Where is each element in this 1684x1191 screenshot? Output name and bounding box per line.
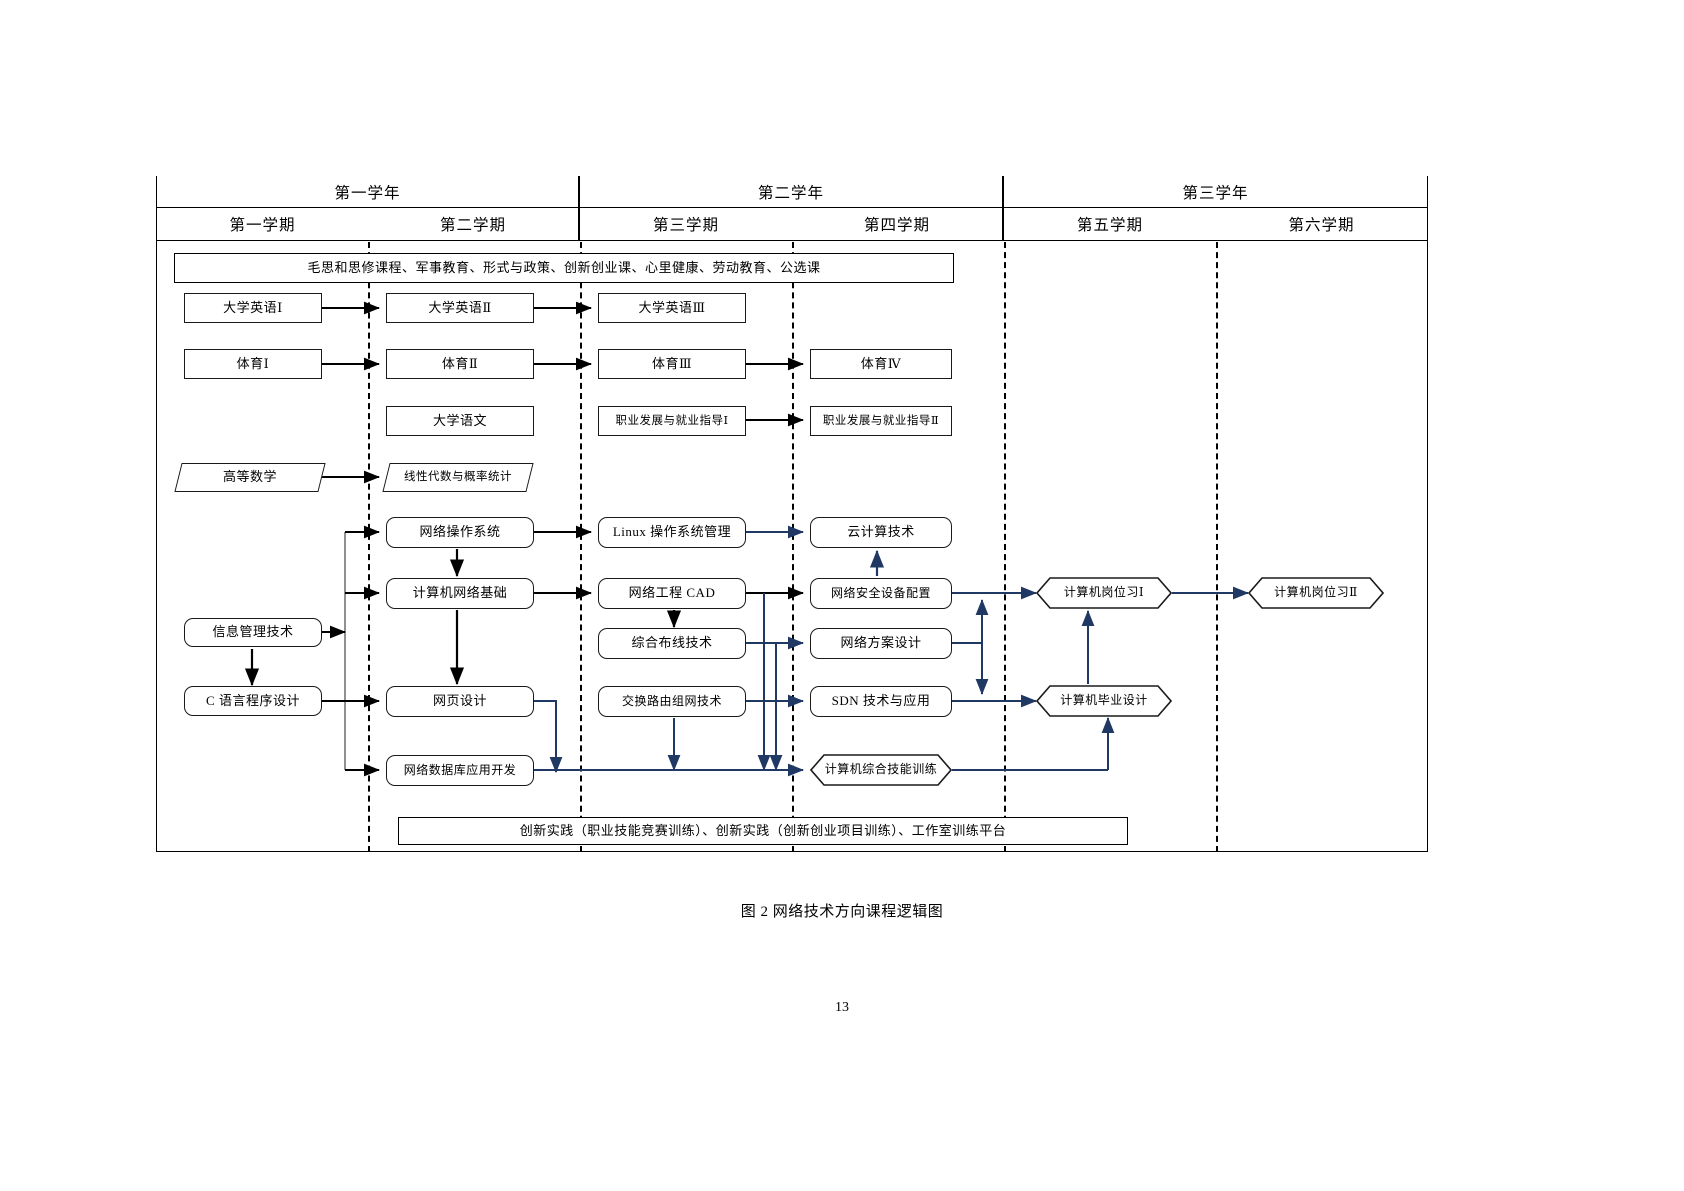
hexagon-shape — [1248, 577, 1384, 609]
semester-cell-1: 第一学期 — [156, 208, 368, 241]
node-web-design[interactable]: 网页设计 — [386, 686, 534, 717]
banner-innovation-practice: 创新实践（职业技能竞赛训练）、创新实践（创新创业项目训练）、工作室训练平台 — [398, 817, 1128, 845]
year-cell-2: 第二学年 — [580, 176, 1004, 208]
semester-cell-3: 第三学期 — [580, 208, 792, 241]
node-network-basics[interactable]: 计算机网络基础 — [386, 578, 534, 609]
node-cloud-computing[interactable]: 云计算技术 — [810, 517, 952, 548]
node-linear-algebra[interactable]: 线性代数与概率统计 — [382, 463, 534, 492]
divider-sem5-sem6 — [1216, 242, 1218, 852]
node-english3[interactable]: 大学英语Ⅲ — [598, 293, 746, 323]
node-pe1[interactable]: 体育Ⅰ — [184, 349, 322, 379]
divider-sem3-sem4 — [792, 242, 794, 852]
frame-left-border — [156, 176, 157, 852]
divider-sem2-sem3 — [580, 242, 582, 852]
hexagon-shape — [810, 754, 952, 786]
year-cell-1: 第一学年 — [156, 176, 580, 208]
semester-cell-6: 第六学期 — [1216, 208, 1428, 241]
semester-cell-4: 第四学期 — [792, 208, 1004, 241]
semester-row: 第一学期 第二学期 第三学期 第四学期 第五学期 第六学期 — [156, 208, 1428, 241]
semester-cell-2: 第二学期 — [368, 208, 580, 241]
node-network-cad[interactable]: 网络工程 CAD — [598, 578, 746, 609]
page-number: 13 — [835, 1000, 849, 1015]
semester-cell-5: 第五学期 — [1004, 208, 1216, 241]
node-advanced-math[interactable]: 高等数学 — [174, 463, 326, 492]
banner-general-courses: 毛思和思修课程、军事教育、形式与政策、创新创业课、心里健康、劳动教育、公选课 — [174, 253, 954, 283]
node-english2[interactable]: 大学英语Ⅱ — [386, 293, 534, 323]
node-network-os[interactable]: 网络操作系统 — [386, 517, 534, 548]
node-college-chinese[interactable]: 大学语文 — [386, 406, 534, 436]
node-internship-2[interactable]: 计算机岗位习Ⅱ — [1248, 577, 1384, 609]
node-linux-admin[interactable]: Linux 操作系统管理 — [598, 517, 746, 548]
hexagon-shape — [1036, 577, 1172, 609]
node-pe2[interactable]: 体育Ⅱ — [386, 349, 534, 379]
node-network-solution-design[interactable]: 网络方案设计 — [810, 628, 952, 659]
node-comprehensive-training[interactable]: 计算机综合技能训练 — [810, 754, 952, 786]
node-graduation-project[interactable]: 计算机毕业设计 — [1036, 685, 1172, 717]
divider-sem1-sem2 — [368, 242, 370, 852]
node-network-security-config[interactable]: 网络安全设备配置 — [810, 578, 952, 609]
node-career-guidance-1[interactable]: 职业发展与就业指导Ⅰ — [598, 406, 746, 436]
node-english1[interactable]: 大学英语Ⅰ — [184, 293, 322, 323]
node-pe4[interactable]: 体育Ⅳ — [810, 349, 952, 379]
divider-sem4-sem5 — [1004, 242, 1006, 852]
node-network-database-dev[interactable]: 网络数据库应用开发 — [386, 755, 534, 786]
hexagon-shape — [1036, 685, 1172, 717]
node-sdn[interactable]: SDN 技术与应用 — [810, 686, 952, 717]
frame-right-border — [1427, 176, 1428, 852]
node-switching-routing[interactable]: 交换路由组网技术 — [598, 686, 746, 717]
node-structured-cabling[interactable]: 综合布线技术 — [598, 628, 746, 659]
year-cell-3: 第三学年 — [1004, 176, 1428, 208]
node-pe3[interactable]: 体育Ⅲ — [598, 349, 746, 379]
node-c-programming[interactable]: C 语言程序设计 — [184, 686, 322, 716]
node-career-guidance-2[interactable]: 职业发展与就业指导Ⅱ — [810, 406, 952, 436]
node-internship-1[interactable]: 计算机岗位习Ⅰ — [1036, 577, 1172, 609]
node-info-management[interactable]: 信息管理技术 — [184, 618, 322, 647]
academic-year-row: 第一学年 第二学年 第三学年 — [156, 176, 1428, 208]
semester-header-table: 第一学年 第二学年 第三学年 第一学期 第二学期 第三学期 第四学期 第五学期 … — [156, 176, 1428, 241]
figure-caption: 图 2 网络技术方向课程逻辑图 — [740, 904, 944, 920]
